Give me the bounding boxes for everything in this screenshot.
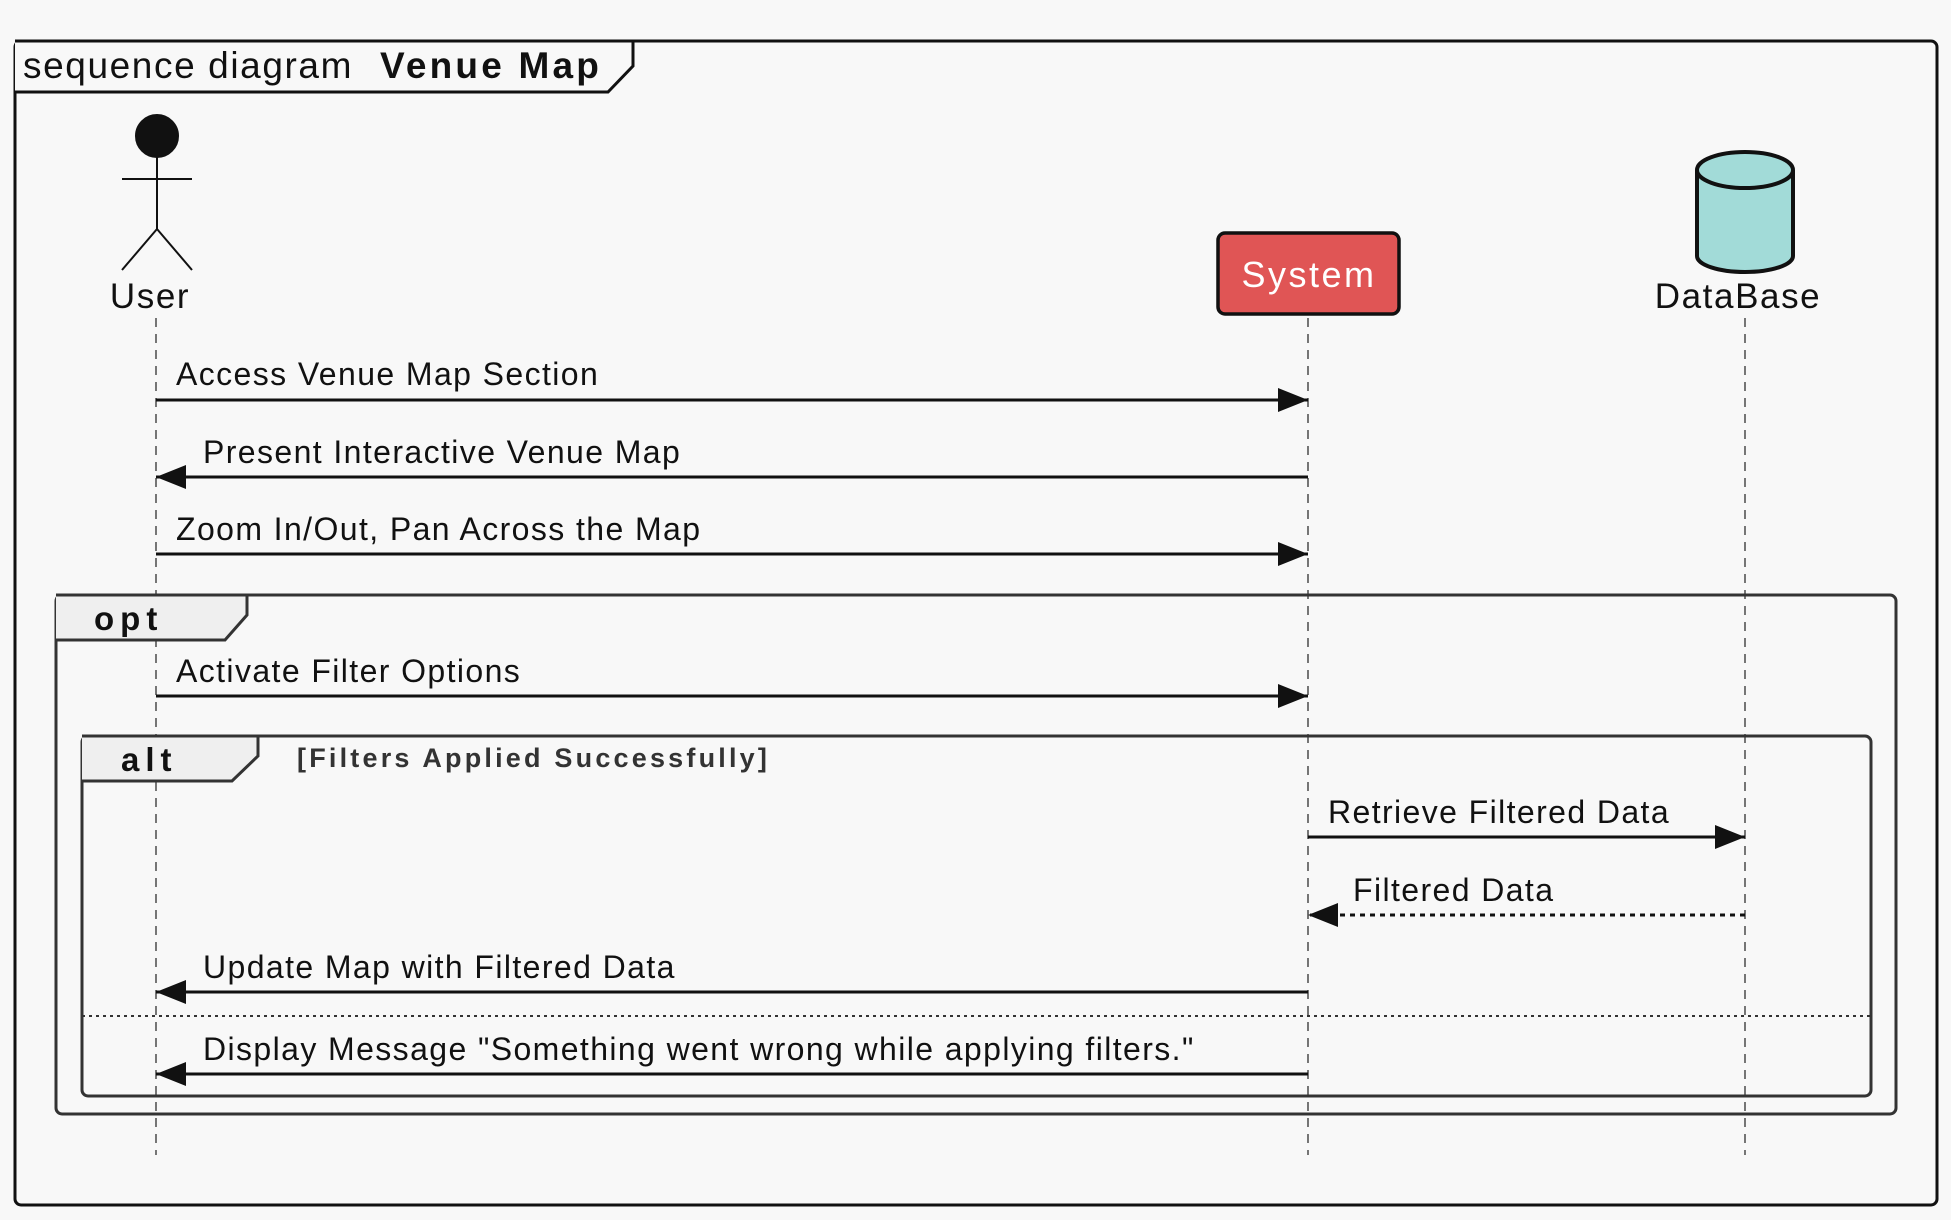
message-label: Update Map with Filtered Data xyxy=(203,949,676,985)
message-label: Filtered Data xyxy=(1353,872,1554,908)
alt-fragment-tab xyxy=(82,734,260,783)
message-label: Zoom In/Out, Pan Across the Map xyxy=(176,511,701,547)
participant-system-box xyxy=(1216,231,1401,316)
message-label: Present Interactive Venue Map xyxy=(203,434,681,470)
alt-guard: [Filters Applied Successfully] xyxy=(297,743,770,773)
message-label: Display Message "Something went wrong wh… xyxy=(203,1031,1195,1067)
alt-keyword: alt xyxy=(121,741,178,778)
diagram-frame xyxy=(13,39,1939,1207)
diagram-title-tab xyxy=(15,39,635,94)
message-label: Activate Filter Options xyxy=(176,653,521,689)
opt-fragment-tab xyxy=(56,593,249,642)
participant-user-label: User xyxy=(110,277,190,316)
message-label: Access Venue Map Section xyxy=(176,356,599,392)
opt-keyword: opt xyxy=(94,600,163,637)
opt-fragment xyxy=(54,593,1898,1116)
diagram-kind: sequence diagram xyxy=(23,45,353,86)
participant-system-label: System xyxy=(1241,254,1376,295)
diagram-title: Venue Map xyxy=(380,45,602,86)
message-label: Retrieve Filtered Data xyxy=(1328,794,1670,830)
alt-fragment xyxy=(80,734,1873,1098)
participant-database-label: DataBase xyxy=(1655,277,1822,316)
actor-user-icon xyxy=(121,114,193,271)
database-icon xyxy=(1695,150,1795,274)
